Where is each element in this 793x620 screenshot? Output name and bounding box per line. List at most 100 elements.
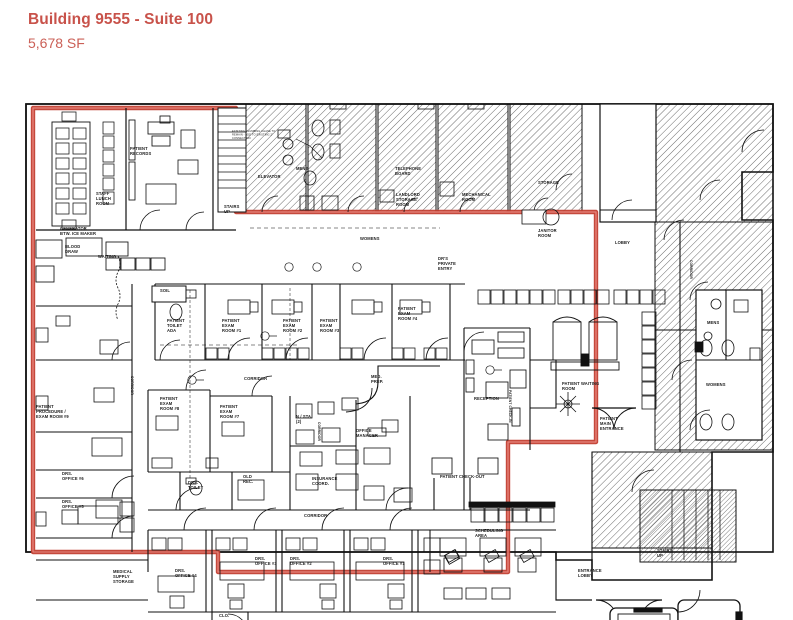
svg-text:EXAM: EXAM <box>320 323 333 328</box>
svg-text:PATIENT: PATIENT <box>320 318 338 323</box>
svg-text:ROOM #4: ROOM #4 <box>398 316 418 321</box>
svg-text:DRS.: DRS. <box>383 556 393 561</box>
svg-text:PROCEDURE /: PROCEDURE / <box>36 409 66 414</box>
scheduling-area-furniture <box>429 501 556 600</box>
room-label-mens-restroom-top: MENS <box>296 166 308 171</box>
svg-text:MANAGER: MANAGER <box>356 433 378 438</box>
svg-text:DRS.: DRS. <box>188 480 198 485</box>
west-drs-offices <box>35 469 135 539</box>
room-label-med-prep: MED.PREP. <box>371 374 383 384</box>
room-label-corridor-upper-right: CORRIDOR <box>689 260 693 279</box>
room-label-drs-office-2: DRS.OFFICE #2 <box>290 556 312 566</box>
svg-text:STORAGE: STORAGE <box>396 197 417 202</box>
north-core-stairs <box>217 103 573 226</box>
svg-text:COORD.: COORD. <box>312 481 329 486</box>
patient-waiting-area <box>477 289 666 431</box>
svg-text:BLOOD: BLOOD <box>65 244 80 249</box>
svg-text:PATIENT CHECK-IN: PATIENT CHECK-IN <box>508 390 512 423</box>
svg-text:CORRIDOR: CORRIDOR <box>244 376 267 381</box>
svg-text:EXAM ROOM #9: EXAM ROOM #9 <box>36 414 69 419</box>
utility-northwest <box>35 237 187 552</box>
svg-text:ROOM: ROOM <box>562 386 576 391</box>
svg-text:OFFICE #1: OFFICE #1 <box>383 561 405 566</box>
svg-text:STORAGE: STORAGE <box>113 579 134 584</box>
room-label-patient-check-in: PATIENT CHECK-IN <box>508 390 512 423</box>
room-label-womens-restroom-right: WOMENS <box>706 382 726 387</box>
svg-text:ENTRANCE: ENTRANCE <box>600 426 624 431</box>
svg-text:DR'S: DR'S <box>438 256 448 261</box>
svg-text:EXAM: EXAM <box>398 311 411 316</box>
svg-text:CORRIDOR: CORRIDOR <box>689 260 693 279</box>
svg-text:PATIENT: PATIENT <box>36 404 54 409</box>
svg-text:ROOM #3: ROOM #3 <box>320 328 340 333</box>
svg-text:ROOM #8: ROOM #8 <box>160 406 180 411</box>
svg-text:ROOM #2: ROOM #2 <box>283 328 303 333</box>
svg-text:WOMENS: WOMENS <box>706 382 726 387</box>
svg-text:CONNECTION: CONNECTION <box>232 136 251 140</box>
svg-text:INSURANCE: INSURANCE <box>312 476 338 481</box>
svg-text:SUPPLY: SUPPLY <box>113 574 130 579</box>
room-label-drs-office-3: DRS.OFFICE #3 <box>255 556 277 566</box>
svg-text:ROOM #7: ROOM #7 <box>220 414 240 419</box>
svg-text:PREP.: PREP. <box>371 379 383 384</box>
svg-text:STAFF: STAFF <box>96 191 110 196</box>
plant-symbol <box>556 392 580 416</box>
svg-text:MED.: MED. <box>371 374 382 379</box>
svg-text:N / STA.: N / STA. <box>296 414 312 419</box>
svg-text:PATIENT: PATIENT <box>222 318 240 323</box>
room-label-soil-room: SOIL <box>160 288 170 293</box>
svg-text:OFFICE #5: OFFICE #5 <box>62 504 84 509</box>
svg-text:OFFICE #6: OFFICE #6 <box>62 476 84 481</box>
svg-text:PRIVATE: PRIVATE <box>438 261 456 266</box>
svg-text:PATIENT CHECK-OUT: PATIENT CHECK-OUT <box>440 474 485 479</box>
svg-text:PATIENT: PATIENT <box>167 318 185 323</box>
room-label-womens-restroom-top: WOMENS <box>360 236 380 241</box>
entrance-lobby-core <box>555 452 743 620</box>
svg-text:REC.: REC. <box>243 479 253 484</box>
page-title: Building 9555 - Suite 100 <box>28 11 214 28</box>
svg-text:MECHANICAL: MECHANICAL <box>462 192 491 197</box>
svg-text:OFFICE #2: OFFICE #2 <box>290 561 312 566</box>
svg-text:ENTRY: ENTRY <box>438 266 452 271</box>
svg-text:EXAM: EXAM <box>283 323 296 328</box>
partitions-northwest <box>36 108 236 231</box>
svg-text:DRS.: DRS. <box>62 471 72 476</box>
svg-text:CLO.: CLO. <box>219 613 229 618</box>
svg-text:MENS: MENS <box>707 320 719 325</box>
center-rooms <box>147 369 290 511</box>
svg-text:LUNCH: LUNCH <box>96 196 111 201</box>
right-core-restrooms <box>599 103 765 452</box>
svg-text:ENTRANCE: ENTRANCE <box>578 568 602 573</box>
svg-text:UP: UP <box>657 553 663 558</box>
room-label-layer: STAFFLUNCHROOMPATIENTRECORDSBLOODDRAWGEN… <box>36 146 726 618</box>
svg-text:WOMENS: WOMENS <box>360 236 380 241</box>
svg-text:AREA: AREA <box>475 533 487 538</box>
svg-text:ROOM #1: ROOM #1 <box>222 328 242 333</box>
exam-rooms-north <box>154 283 465 361</box>
svg-text:DRAW: DRAW <box>65 249 78 254</box>
svg-text:LOBBY: LOBBY <box>615 240 630 245</box>
svg-text:STAIRS: STAIRS <box>224 204 240 209</box>
svg-text:EXISTING PLUMBING CHASE TO: EXISTING PLUMBING CHASE TO <box>232 129 275 133</box>
svg-text:OFFICE #3: OFFICE #3 <box>255 561 277 566</box>
svg-text:DRS.: DRS. <box>175 568 185 573</box>
room-label-elevator-shaft-top: ELEVATOR <box>258 174 280 179</box>
svg-text:DRS.: DRS. <box>62 499 72 504</box>
room-label-nurse-station: N / STA.(2) <box>296 414 312 424</box>
